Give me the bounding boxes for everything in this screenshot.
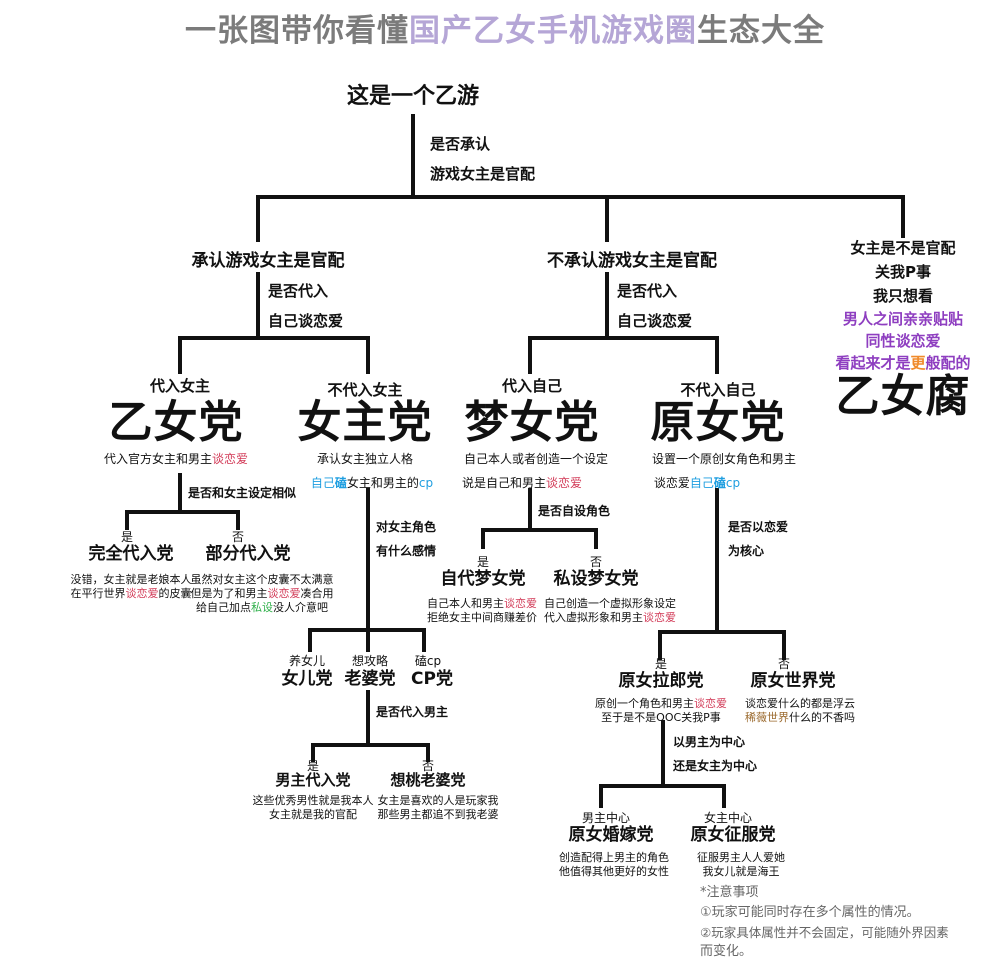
dream-desc1: 自己本人或者创造一个设定: [463, 452, 609, 466]
question-center-line1: 以男主为中心: [673, 735, 746, 749]
faction-oc-dream: 私设梦女党: [553, 569, 639, 589]
oc-marriage-desc1: 创造配得上男主的角色: [559, 851, 669, 864]
self-dream-desc2: 拒绝女主中间商赚差价: [427, 611, 537, 624]
question-self-mid-line1: 是否代入: [617, 282, 678, 300]
page-title: 一张图带你看懂国产乙女手机游戏圈生态大全: [185, 13, 825, 50]
otome-yes-tag: 是: [120, 530, 134, 544]
title-part2: 国产乙女手机游戏圈: [409, 13, 697, 49]
faction-self-dream: 自代梦女党: [440, 569, 526, 589]
self-dream-desc1: 自己本人和男主谈恋爱: [427, 597, 537, 610]
faction-oc-world: 原女世界党: [750, 671, 836, 691]
oc-conquer-desc2: 我女儿就是海王: [702, 865, 780, 878]
faction-oc-pairing: 原女拉郎党: [618, 671, 704, 691]
heroine-desc2: 自己磕女主和男主的cp: [310, 476, 434, 490]
male-insert-desc1: 这些优秀男性就是我本人: [252, 794, 374, 807]
question-self-left-line1: 是否代入: [268, 282, 329, 300]
faction-full-insert: 完全代入党: [88, 544, 174, 564]
notes-heading: *注意事项: [700, 885, 759, 900]
partial-insert-desc3: 给自己加点私设没人介意吧: [196, 601, 328, 614]
question-heroine-line1: 对女主角色: [376, 520, 437, 534]
faction-cp: CP党: [411, 669, 453, 689]
dream-yes-tag: 是: [476, 555, 490, 569]
question-otome: 是否和女主设定相似: [188, 486, 297, 500]
question-dream: 是否自设角色: [538, 504, 611, 518]
branch-not-acknowledge: 不承认游戏女主是官配: [547, 251, 717, 271]
otome-no-tag: 否: [231, 530, 245, 544]
oc-no-tag: 否: [777, 657, 791, 671]
center-female-tag: 女主中心: [703, 811, 753, 825]
faction-oc-conquer: 原女征服党: [690, 825, 776, 845]
dream-label: 代入自己: [501, 377, 563, 395]
wife-no-tag: 否: [421, 759, 435, 773]
faction-partial-insert: 部分代入党: [205, 544, 291, 564]
full-insert-desc1: 没错，女主就是老娘本人: [70, 573, 192, 586]
oc-desc1: 设置一个原创女角色和男主: [651, 452, 797, 466]
right-line5: 同性谈恋爱: [865, 332, 941, 350]
oc-desc2: 谈恋爱自己磕cp: [653, 476, 741, 490]
steal-wife-desc2: 那些男主都追不到我老婆: [377, 808, 499, 821]
faction-dream: 梦女党: [464, 397, 600, 448]
oc-marriage-desc2: 他值得其他更好的女性: [559, 865, 669, 878]
title-part3: 生态大全: [697, 13, 825, 49]
oc-pairing-desc2: 至于是不是OOC关我P事: [601, 711, 721, 724]
oc-label: 不代入自己: [680, 381, 756, 399]
heroine-label: 不代入女主: [327, 381, 403, 399]
question-self-mid-line2: 自己谈恋爱: [617, 312, 693, 330]
cp-tag: 磕cp: [414, 654, 442, 668]
faction-oc-marriage: 原女婚嫁党: [568, 825, 654, 845]
faction-wife: 老婆党: [344, 669, 396, 689]
male-insert-desc2: 女主就是我的官配: [269, 808, 357, 821]
right-line2: 关我P事: [875, 263, 931, 281]
oc-world-desc1: 谈恋爱什么的都是浮云: [745, 697, 855, 710]
question-oc-line2: 为核心: [728, 544, 765, 558]
steal-wife-desc1: 女主是喜欢的人是玩家我: [377, 794, 499, 807]
daughter-tag: 养女儿: [288, 654, 326, 668]
faction-male-insert: 男主代入党: [275, 771, 351, 789]
faction-steal-wife: 想桃老婆党: [390, 771, 466, 789]
oc-pairing-desc1: 原创一个角色和男主谈恋爱: [595, 697, 727, 710]
notes-item1: ①玩家可能同时存在多个属性的情况。: [700, 905, 920, 920]
oc-dream-desc2: 代入虚拟形象和男主谈恋爱: [544, 611, 676, 624]
oc-yes-tag: 是: [654, 657, 668, 671]
wife-yes-tag: 是: [306, 759, 320, 773]
dream-desc2: 说是自己和男主谈恋爱: [461, 476, 583, 490]
oc-dream-desc1: 自己创造一个虚拟形象设定: [544, 597, 676, 610]
right-line6: 看起来才是更般配的: [835, 354, 971, 372]
right-line1: 女主是不是官配: [850, 239, 956, 257]
oc-world-desc2: 稀薇世界什么的不香吗: [745, 711, 855, 724]
notes-item2: ②玩家具体属性并不会固定，可能随外界因素: [700, 925, 949, 940]
question-oc-line1: 是否以恋爱: [728, 520, 789, 534]
branch-acknowledge: 承认游戏女主是官配: [191, 251, 345, 271]
question-self-left-line2: 自己谈恋爱: [268, 312, 344, 330]
partial-insert-desc2: 但是为了和男主谈恋爱凑合用: [190, 587, 334, 600]
faction-oc: 原女党: [650, 397, 786, 448]
otome-label: 代入女主: [149, 377, 211, 395]
faction-fujoshi: 乙女腐: [835, 371, 971, 422]
right-line4: 男人之间亲亲贴贴: [842, 310, 964, 328]
partial-insert-desc1: 虽然对女主这个皮囊不太满意: [190, 573, 334, 586]
faction-daughter: 女儿党: [281, 669, 333, 689]
root-node: 这是一个乙游: [346, 84, 480, 109]
title-part1: 一张图带你看懂: [185, 13, 409, 49]
oc-conquer-desc1: 征服男主人人爱她: [697, 851, 785, 864]
question-center-line2: 还是女主为中心: [673, 759, 758, 773]
wife-tag: 想攻略: [351, 654, 389, 668]
right-line3: 我只想看: [872, 287, 934, 305]
faction-otome: 乙女党: [108, 397, 244, 448]
question-root-line2: 游戏女主是官配: [430, 165, 536, 183]
full-insert-desc2: 在平行世界谈恋爱的皮囊: [70, 587, 192, 600]
question-root-line1: 是否承认: [430, 135, 491, 153]
notes-item3: 而变化。: [700, 944, 753, 959]
center-male-tag: 男主中心: [581, 811, 631, 825]
heroine-desc1: 承认女主独立人格: [316, 452, 414, 466]
question-wife: 是否代入男主: [376, 705, 449, 719]
question-heroine-line2: 有什么感情: [376, 544, 437, 558]
dream-no-tag: 否: [589, 555, 603, 569]
faction-heroine: 女主党: [297, 397, 433, 448]
otome-desc: 代入官方女主和男主谈恋爱: [103, 452, 249, 466]
